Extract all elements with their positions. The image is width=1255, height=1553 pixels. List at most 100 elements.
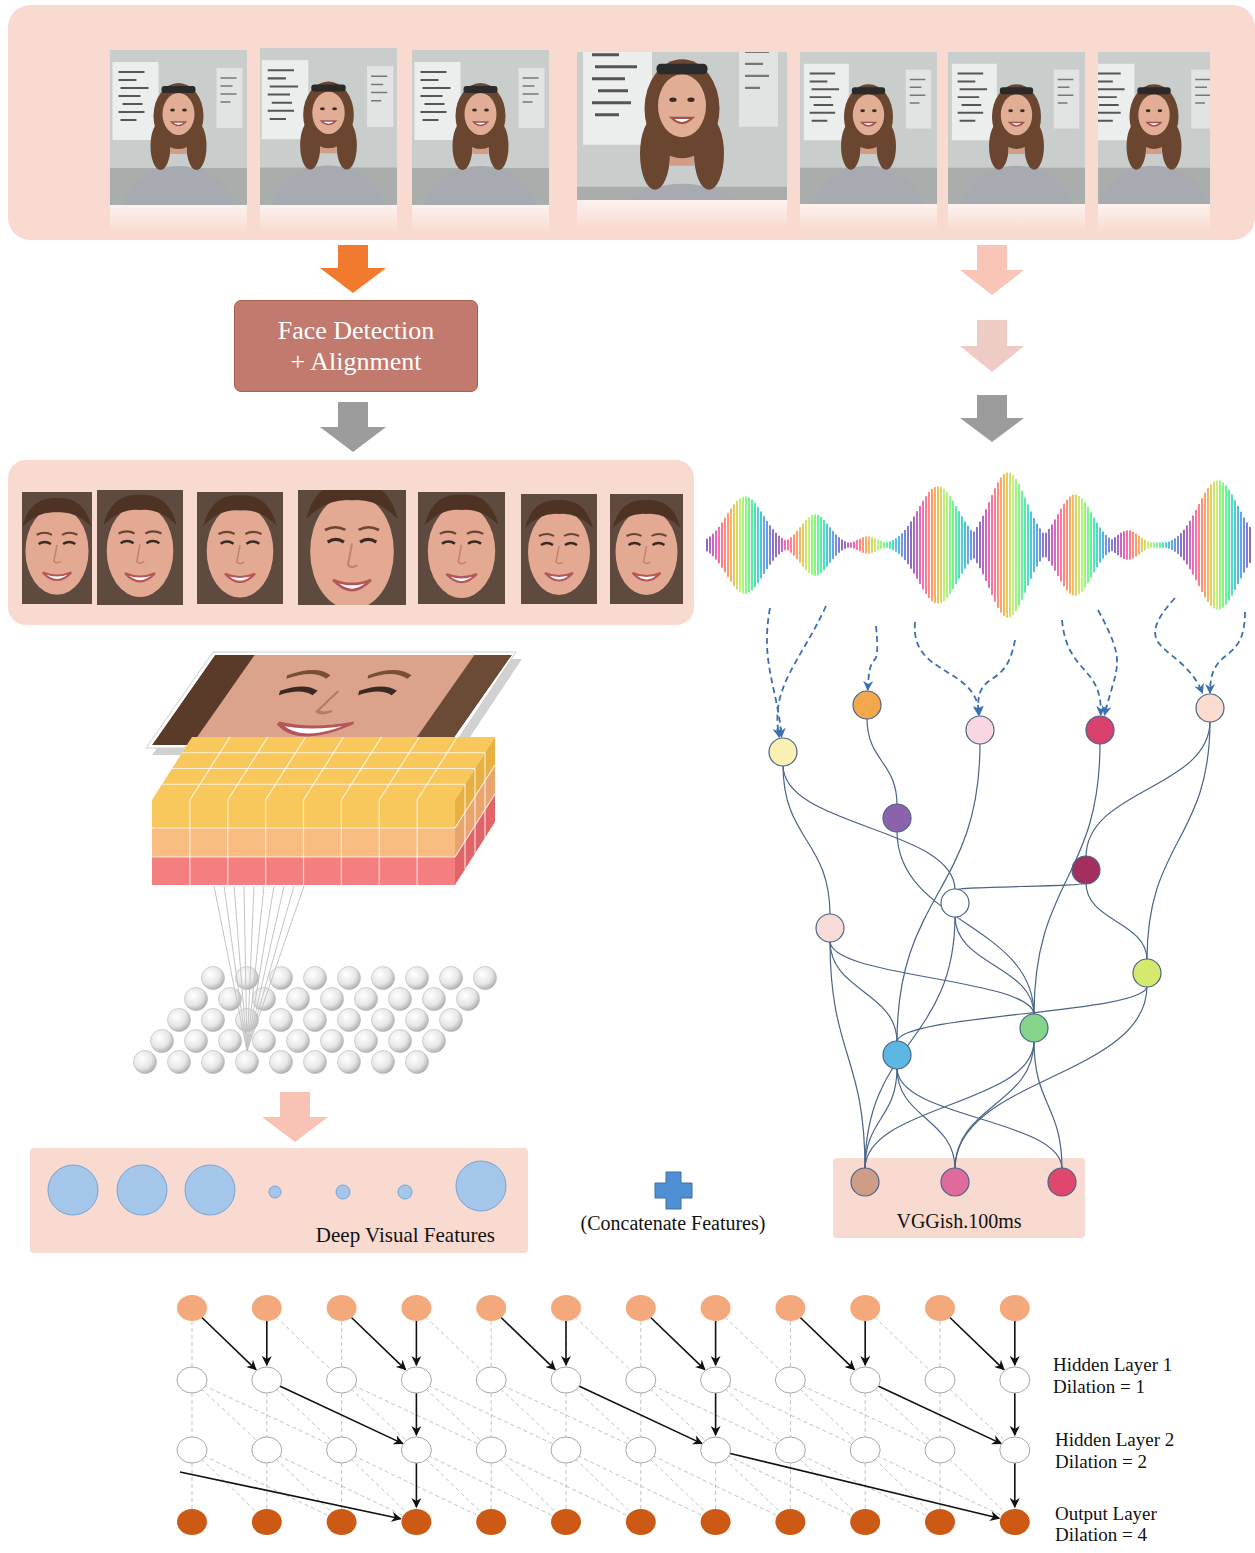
neuron-sphere bbox=[304, 1009, 327, 1032]
waveform-bar bbox=[742, 497, 744, 592]
waveform-bar bbox=[1231, 495, 1233, 595]
dashed-link bbox=[491, 1321, 492, 1367]
dashed-link bbox=[503, 1456, 629, 1517]
waveform-bar bbox=[976, 528, 978, 563]
feature-band: VGGish.100ms bbox=[833, 1158, 1085, 1238]
dashed-arrow bbox=[868, 626, 878, 690]
waveform-bar bbox=[1063, 504, 1065, 585]
waveform-bar bbox=[1144, 540, 1146, 549]
waveform-bar bbox=[928, 493, 930, 598]
waveform-bar bbox=[1072, 495, 1074, 594]
dashed-link bbox=[653, 1456, 779, 1517]
neuron-sphere bbox=[304, 967, 327, 990]
dashed-link bbox=[800, 1459, 856, 1513]
neuron-sphere bbox=[440, 967, 463, 990]
waveform-bar bbox=[802, 524, 804, 566]
waveform-bar bbox=[1099, 528, 1101, 562]
network-node bbox=[966, 716, 994, 744]
tcn-unit bbox=[401, 1437, 431, 1463]
waveform-bar bbox=[997, 483, 999, 607]
waveform-bar bbox=[790, 538, 792, 552]
neuron-sphere bbox=[236, 1051, 259, 1074]
annotation-label: (Concatenate Features) bbox=[557, 1211, 789, 1235]
waveform-bar bbox=[805, 520, 807, 569]
tcn-diagram bbox=[177, 1295, 1030, 1535]
neuron-sphere bbox=[457, 988, 480, 1011]
feature-circle bbox=[456, 1161, 506, 1211]
waveform-bar bbox=[706, 539, 708, 550]
face-image bbox=[152, 655, 512, 745]
waveform-bar bbox=[1030, 512, 1032, 578]
neuron-sphere bbox=[185, 1030, 208, 1053]
waveform-bar bbox=[949, 497, 951, 594]
dashed-link bbox=[790, 1321, 791, 1367]
dilation-arrow bbox=[351, 1317, 406, 1370]
waveform-bar bbox=[1165, 543, 1167, 547]
layer-label: Hidden Layer 1 Dilation = 1 bbox=[1053, 1354, 1203, 1398]
waveform-bar bbox=[919, 507, 921, 584]
grid-line bbox=[265, 800, 266, 885]
waveform-bar bbox=[1147, 542, 1149, 548]
face-crop bbox=[298, 473, 406, 622]
face-band bbox=[8, 460, 694, 625]
tcn-unit bbox=[775, 1295, 805, 1321]
tcn-unit bbox=[626, 1509, 656, 1535]
waveform-bar bbox=[757, 508, 759, 583]
network-node bbox=[941, 1168, 969, 1196]
waveform-bar bbox=[916, 512, 918, 578]
waveform-bar bbox=[1204, 493, 1206, 596]
waveform-bar bbox=[1198, 505, 1200, 586]
dashed-link bbox=[940, 1321, 941, 1367]
grid-line bbox=[379, 800, 380, 885]
dashed-link bbox=[715, 1393, 716, 1437]
waveform-bar bbox=[1243, 518, 1245, 572]
waveform-bar bbox=[1207, 489, 1209, 602]
waveform-bar bbox=[952, 501, 954, 588]
network-link bbox=[865, 1041, 1034, 1169]
waveform-bar bbox=[925, 497, 927, 594]
dashed-link bbox=[640, 1321, 641, 1367]
waveform-bar bbox=[1087, 508, 1089, 583]
tcn-unit bbox=[551, 1509, 581, 1535]
waveform-bar bbox=[892, 541, 894, 550]
receptive-line bbox=[247, 886, 284, 1051]
network-link bbox=[865, 1068, 897, 1169]
tcn-unit bbox=[252, 1295, 282, 1321]
dashed-link bbox=[790, 1393, 791, 1437]
waveform-bar bbox=[1174, 539, 1176, 551]
waveform-bar bbox=[856, 541, 858, 550]
reflection bbox=[110, 205, 247, 233]
waveform-bar bbox=[841, 540, 843, 550]
dashed-link bbox=[949, 1317, 1005, 1371]
receptive-line bbox=[247, 886, 274, 1051]
video-frame bbox=[109, 50, 249, 270]
tcn-unit bbox=[177, 1509, 207, 1535]
waveform-bar bbox=[901, 534, 903, 556]
network-link bbox=[955, 883, 1086, 890]
dashed-link bbox=[653, 1386, 779, 1445]
waveform-bar bbox=[745, 497, 747, 593]
waveform-bar bbox=[1090, 513, 1092, 577]
tcn-unit bbox=[252, 1509, 282, 1535]
waveform-bar bbox=[973, 532, 975, 558]
dashed-link bbox=[725, 1459, 781, 1513]
waveform-bar bbox=[940, 488, 942, 603]
waveform-bar bbox=[955, 507, 957, 584]
neuron-sphere bbox=[168, 1009, 191, 1032]
receptive-line bbox=[224, 886, 247, 1051]
tcn-unit bbox=[850, 1509, 880, 1535]
dashed-link bbox=[503, 1386, 629, 1445]
waveform-bar bbox=[1195, 510, 1197, 579]
grid-line bbox=[152, 856, 455, 857]
waveform-bar bbox=[970, 531, 972, 560]
dashed-link bbox=[201, 1317, 257, 1371]
waveform-bar bbox=[1132, 532, 1134, 557]
tcn-unit bbox=[850, 1437, 880, 1463]
network-node bbox=[816, 914, 844, 942]
dashed-link bbox=[575, 1459, 631, 1513]
dashed-link bbox=[416, 1393, 417, 1437]
waveform-bar bbox=[1042, 533, 1044, 557]
dilation-arrow bbox=[501, 1317, 556, 1370]
dilation-arrow bbox=[565, 1321, 567, 1365]
dashed-link bbox=[865, 1321, 866, 1367]
